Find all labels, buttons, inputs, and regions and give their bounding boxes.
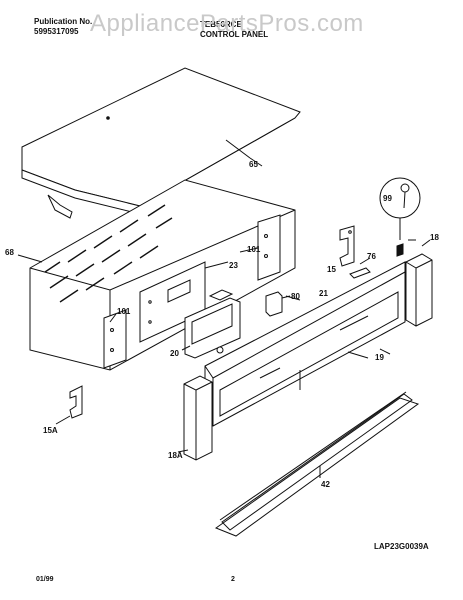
label-42: 42: [321, 480, 330, 489]
label-101-upper: 101: [247, 245, 261, 254]
publication-number: 5995317095: [34, 27, 79, 36]
part-101-bracket-right: [239, 214, 281, 281]
label-18: 18: [430, 233, 439, 242]
footer-date: 01/99: [36, 576, 54, 583]
part-65-top-cover: [21, 67, 301, 219]
label-68: 68: [5, 248, 14, 257]
part-18-end-cap-right: [405, 239, 433, 327]
footer-page-number: 2: [231, 576, 235, 583]
part-99-screw-callout: [379, 177, 421, 257]
label-23: 23: [229, 261, 238, 270]
section-title: CONTROL PANEL: [200, 30, 269, 39]
label-80: 80: [291, 292, 300, 301]
part-18a-end-cap-left: [177, 375, 213, 461]
part-68-back-panel: [17, 179, 296, 371]
label-21: 21: [319, 289, 328, 298]
label-19: 19: [375, 353, 384, 362]
label-15a: 15A: [43, 426, 58, 435]
label-65: 65: [249, 160, 258, 169]
part-15a-bracket: [55, 385, 83, 425]
label-15: 15: [327, 265, 336, 274]
diagram-code: LAP23G0039A: [374, 542, 429, 551]
label-18a: 18A: [168, 451, 183, 460]
part-labels: 65 68 101 23 15 76 99 18 80 21 101 20 19…: [5, 160, 439, 489]
label-76: 76: [367, 252, 376, 261]
part-101-bracket-left: [103, 309, 127, 369]
publication-label: Publication No.: [34, 17, 93, 26]
watermark-logo: AppliancePartsPros.com: [90, 10, 364, 37]
label-99: 99: [383, 194, 392, 203]
label-101-lower: 101: [117, 307, 131, 316]
part-42-trim-strip: [214, 391, 420, 537]
part-76-clip: [349, 257, 371, 279]
part-15-bracket: [339, 225, 355, 267]
model-number: TEB56RCE: [200, 20, 242, 29]
part-19-control-panel: [204, 261, 406, 427]
part-20-control-module: [181, 289, 241, 359]
label-20: 20: [170, 349, 179, 358]
